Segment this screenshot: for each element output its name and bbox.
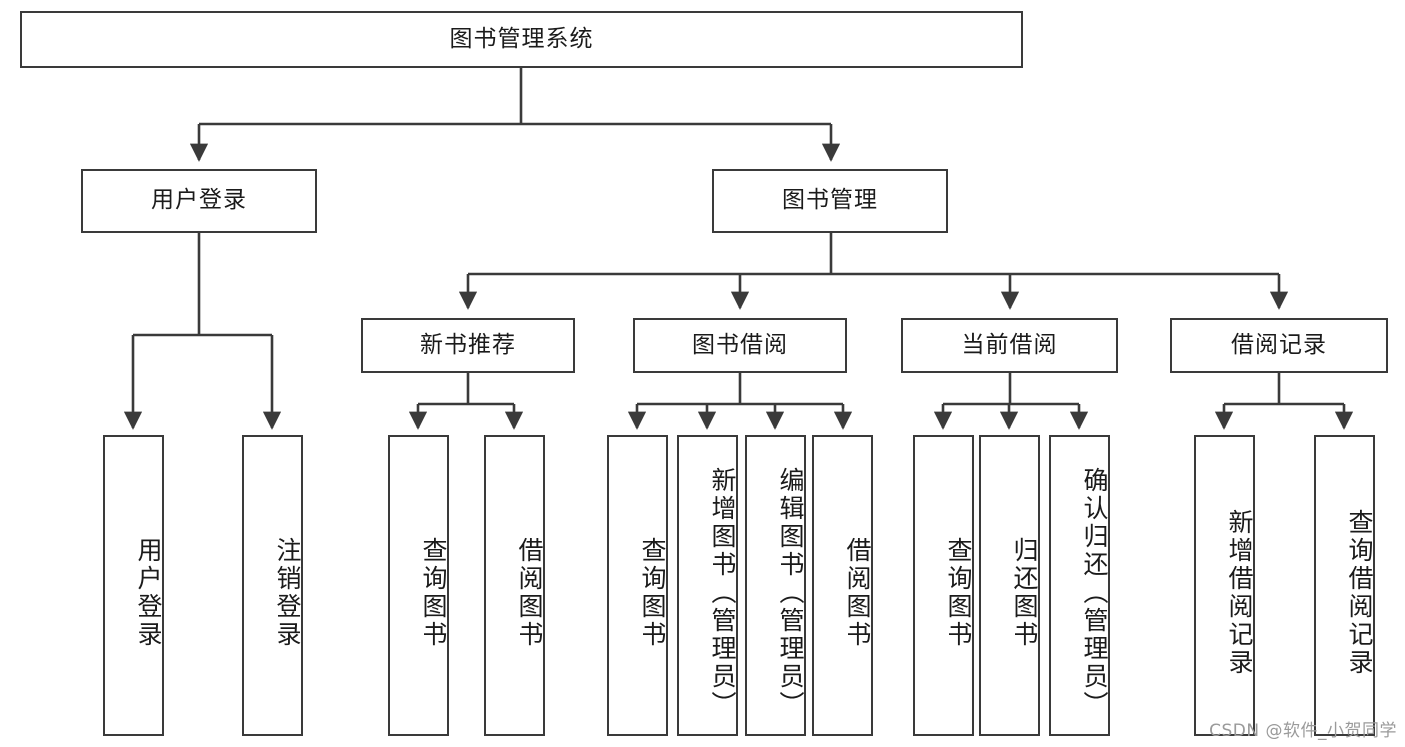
node-borrow-record-label: 借阅记录 <box>1231 331 1327 358</box>
node-leaf-user-login-label: 用户登录 <box>134 536 163 649</box>
node-book-borrow-label: 图书借阅 <box>692 331 788 358</box>
node-leaf-query-record-label: 查询借阅记录 <box>1345 508 1374 677</box>
node-borrow-record[interactable]: 借阅记录 <box>1170 318 1388 373</box>
node-leaf-confirm-return-label: 确认归还（管理员） <box>1080 466 1109 719</box>
node-leaf-edit-book-label: 编辑图书（管理员） <box>776 466 805 719</box>
node-leaf-query-book-1[interactable]: 查询图书 <box>388 435 449 736</box>
node-leaf-query-record[interactable]: 查询借阅记录 <box>1314 435 1375 736</box>
node-new-book-recommend[interactable]: 新书推荐 <box>361 318 575 373</box>
node-new-book-recommend-label: 新书推荐 <box>420 331 516 358</box>
node-leaf-add-record[interactable]: 新增借阅记录 <box>1194 435 1255 736</box>
node-leaf-user-login[interactable]: 用户登录 <box>103 435 164 736</box>
node-book-manage[interactable]: 图书管理 <box>712 169 948 233</box>
node-leaf-add-record-label: 新增借阅记录 <box>1225 508 1254 677</box>
node-leaf-return-book-label: 归还图书 <box>1010 536 1039 649</box>
node-leaf-confirm-return[interactable]: 确认归还（管理员） <box>1049 435 1110 736</box>
node-leaf-borrow-book-2[interactable]: 借阅图书 <box>812 435 873 736</box>
node-book-borrow[interactable]: 图书借阅 <box>633 318 847 373</box>
node-leaf-logout-label: 注销登录 <box>273 536 302 649</box>
node-leaf-query-book-1-label: 查询图书 <box>419 536 448 649</box>
csdn-watermark: CSDN @软件_小贺同学 <box>1209 721 1397 741</box>
node-leaf-add-book-label: 新增图书（管理员） <box>708 466 737 719</box>
node-leaf-add-book[interactable]: 新增图书（管理员） <box>677 435 738 736</box>
node-root-label: 图书管理系统 <box>449 25 594 52</box>
node-leaf-borrow-book-1[interactable]: 借阅图书 <box>484 435 545 736</box>
node-book-manage-label: 图书管理 <box>782 187 878 214</box>
node-leaf-borrow-book-1-label: 借阅图书 <box>515 536 544 649</box>
node-current-borrow-label: 当前借阅 <box>961 331 1058 358</box>
node-root[interactable]: 图书管理系统 <box>20 11 1023 68</box>
node-leaf-query-book-2[interactable]: 查询图书 <box>607 435 668 736</box>
node-user-login[interactable]: 用户登录 <box>81 169 317 233</box>
node-leaf-query-book-3[interactable]: 查询图书 <box>913 435 974 736</box>
node-leaf-borrow-book-2-label: 借阅图书 <box>843 536 872 649</box>
node-user-login-label: 用户登录 <box>151 187 247 214</box>
node-leaf-logout[interactable]: 注销登录 <box>242 435 303 736</box>
node-leaf-edit-book[interactable]: 编辑图书（管理员） <box>745 435 806 736</box>
node-leaf-query-book-2-label: 查询图书 <box>638 536 667 649</box>
node-leaf-query-book-3-label: 查询图书 <box>944 536 973 649</box>
node-current-borrow[interactable]: 当前借阅 <box>901 318 1118 373</box>
node-leaf-return-book[interactable]: 归还图书 <box>979 435 1040 736</box>
